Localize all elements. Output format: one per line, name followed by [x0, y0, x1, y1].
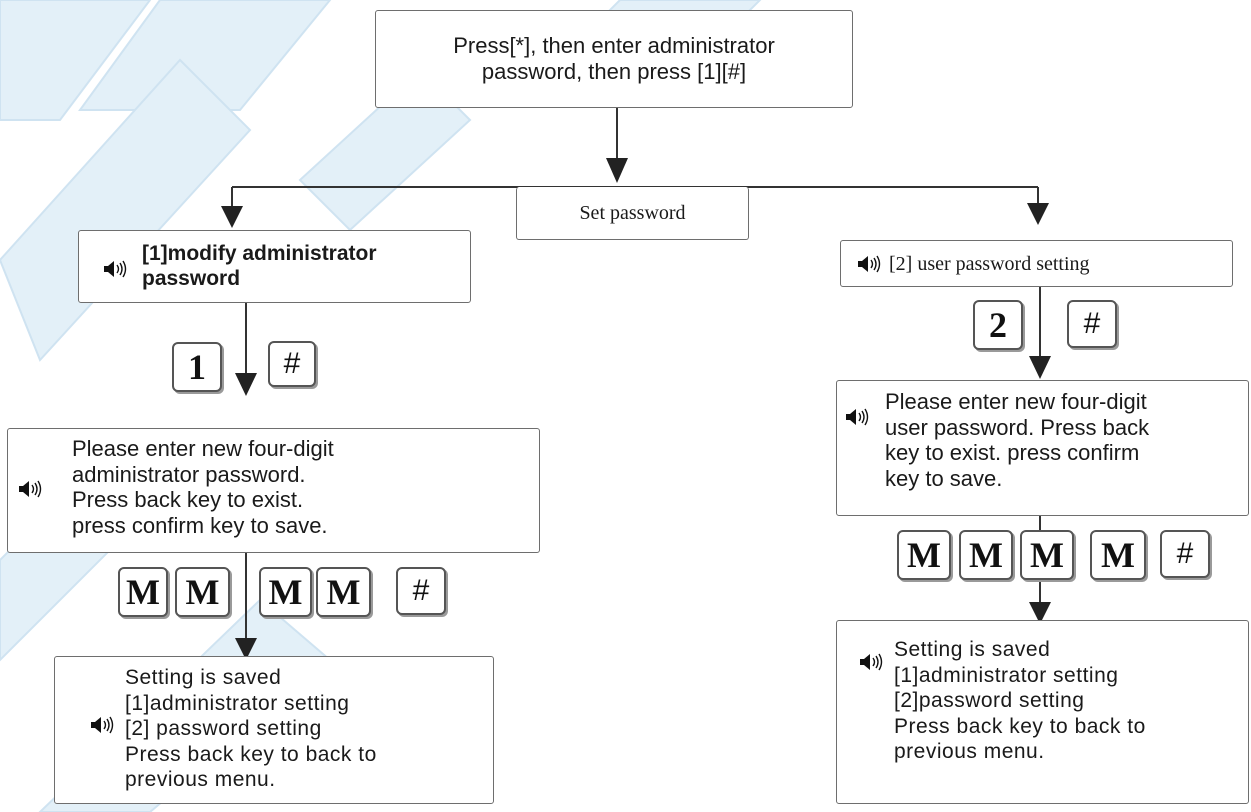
key-hash: #	[268, 341, 316, 387]
left-result-box: Setting is saved [1]administrator settin…	[54, 656, 494, 804]
key-m: M	[1090, 530, 1146, 580]
speaker-icon	[860, 653, 883, 671]
root-line-1: Press[*], then enter administrator	[453, 33, 775, 58]
left-prompt-line-3: Press back key to exist.	[72, 487, 304, 513]
right-result-box: Setting is saved [1]administrator settin…	[836, 620, 1249, 804]
right-prompt-line-3: key to exist. press confirm	[885, 440, 1140, 466]
key-m: M	[175, 567, 230, 617]
right-prompt-line-4: key to save.	[885, 466, 1003, 492]
left-option-box: [1]modify administrator password	[78, 230, 471, 303]
left-prompt-box: Please enter new four-digit administrato…	[7, 428, 540, 553]
right-result-line-1: Setting is saved	[894, 638, 1051, 661]
left-result-line-2: [1]administrator setting	[125, 691, 350, 715]
left-result-line-1: Setting is saved	[125, 666, 282, 689]
key-m: M	[959, 530, 1013, 580]
speaker-icon	[104, 260, 127, 278]
right-prompt-line-2: user password. Press back	[885, 414, 1150, 440]
left-result-line-5: previous menu.	[125, 768, 276, 792]
right-result-line-4: Press back key to back to	[894, 714, 1146, 738]
left-prompt-line-4: press confirm key to save.	[72, 513, 328, 539]
key-m: M	[1020, 530, 1074, 580]
key-hash: #	[1067, 300, 1117, 348]
left-option-line-1: [1]modify administrator	[142, 242, 377, 265]
key-m: M	[118, 567, 168, 617]
key-2: 2	[973, 300, 1023, 350]
speaker-icon	[858, 255, 881, 273]
key-1: 1	[172, 342, 222, 392]
root-line-2: password, then press [1][#]	[481, 59, 747, 85]
right-result-line-3: [2]password setting	[894, 689, 1085, 713]
left-result-line-4: Press back key to back to	[125, 742, 377, 766]
speaker-icon	[91, 716, 114, 734]
right-option-box: [2] user password setting	[840, 240, 1233, 287]
left-result-line-3: [2] password setting	[125, 717, 322, 741]
speaker-icon	[19, 480, 42, 498]
set-password-label: Set password	[516, 187, 749, 240]
key-m: M	[897, 530, 951, 580]
set-password-text: Set password	[579, 202, 686, 224]
left-prompt-line-2: administrator password.	[72, 461, 306, 487]
speaker-icon	[846, 408, 869, 426]
left-option-line-2: password	[142, 267, 241, 291]
root-instruction-box: Press[*], then enter administrator passw…	[375, 10, 853, 108]
key-hash: #	[396, 567, 446, 615]
right-result-line-2: [1]administrator setting	[894, 663, 1119, 687]
right-prompt-box: Please enter new four-digit user passwor…	[836, 380, 1249, 516]
key-m: M	[316, 567, 371, 617]
key-m: M	[259, 567, 312, 617]
right-result-line-5: previous menu.	[894, 740, 1045, 764]
left-prompt-line-1: Please enter new four-digit	[72, 436, 334, 461]
arrow-down-icon	[221, 158, 1051, 660]
right-prompt-line-1: Please enter new four-digit	[885, 389, 1147, 414]
key-hash: #	[1160, 530, 1210, 578]
right-option-line-1: [2] user password setting	[889, 253, 1090, 275]
